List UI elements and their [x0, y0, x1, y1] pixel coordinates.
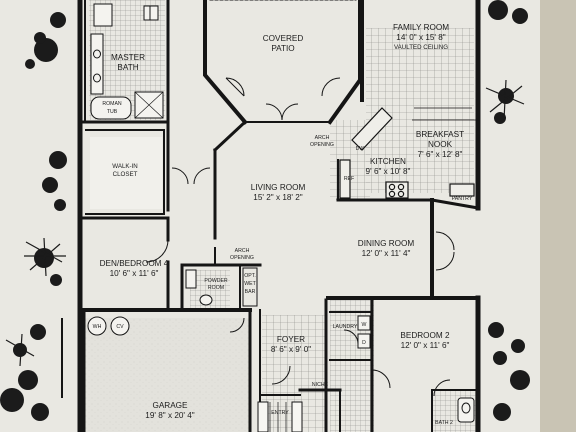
breakfast-nook-dims: 7' 6" x 12' 8": [418, 150, 463, 159]
bath2-label: BATH 2: [435, 420, 453, 426]
laundry-machines: [357, 315, 371, 349]
annotation-labels: ARCH OPENING ARCH OPENING DW REF PANTRY …: [93, 135, 473, 388]
washer-label: W: [362, 322, 367, 328]
dining-room-label: DINING ROOM: [358, 239, 415, 248]
garage-details: [61, 316, 130, 398]
master-bath-label-2: BATH: [117, 63, 138, 72]
kitchen-counters: [339, 107, 475, 199]
dishwasher-label: DW: [356, 146, 365, 152]
closet-floor: [90, 137, 162, 209]
nook-windows: [412, 107, 478, 121]
breakfast-nook-label-2: NOOK: [428, 140, 453, 149]
arch-opening-left-1: ARCH: [235, 248, 250, 254]
powder-room-label-2: ROOM: [208, 285, 224, 291]
pantry-label: PANTRY: [452, 196, 473, 202]
dining-room-dims: 12' 0" x 11' 4": [362, 249, 411, 258]
arch-opening-top-1: ARCH: [315, 135, 330, 141]
door-swings: [145, 77, 455, 397]
walls: [77, 0, 481, 432]
landscape-palm-fronds: [5, 79, 525, 367]
foyer-dims: 8' 6" x 9' 0": [271, 345, 311, 354]
cv-label: CV: [116, 324, 124, 330]
master-bath-label: MASTER: [111, 53, 145, 62]
arch-opening-top-2: OPENING: [310, 142, 334, 148]
den-bedroom4-label: DEN/BEDROOM 4: [100, 259, 169, 268]
walk-in-closet-label-2: CLOSET: [113, 171, 138, 178]
bedroom2-dims: 12' 0" x 11' 6": [401, 341, 450, 350]
den-bedroom4-dims: 10' 6" x 11' 6": [110, 269, 159, 278]
family-room-note: VAULTED CEILING: [394, 44, 448, 51]
roman-tub-label: ROMAN: [102, 101, 122, 107]
right-margin: [540, 0, 576, 432]
bath2-fixtures: [457, 397, 475, 423]
powder-fixtures: [185, 267, 258, 307]
wet-bar-label-2: WET: [244, 281, 256, 287]
entry-label: ENTRY: [271, 410, 289, 416]
breakfast-nook-label: BREAKFAST: [416, 130, 464, 139]
garage-dims: 19' 8" x 20' 4": [145, 411, 195, 420]
master-bath-fixtures: [90, 3, 164, 120]
laundry-label: LAUNDRY: [333, 324, 358, 330]
kitchen-dims: 9' 6" x 10' 8": [366, 167, 411, 176]
walk-in-closet-label: WALK-IN: [112, 163, 138, 170]
covered-patio-label: COVERED: [263, 34, 304, 43]
powder-room-label: POWDER: [204, 278, 228, 284]
bedroom2-label: BEDROOM 2: [400, 331, 450, 340]
wet-bar-label-3: BAR: [245, 289, 256, 295]
room-labels: MASTER BATH ROMAN TUB COVERED PATIO FAMI…: [100, 23, 464, 426]
refrigerator-label: REF: [344, 176, 354, 182]
niche-label: NICHE: [312, 382, 329, 388]
roman-tub-label-2: TUB: [107, 109, 118, 115]
family-room-dims: 14' 0" x 15' 8": [396, 33, 446, 42]
entry-steps: [257, 401, 303, 432]
garage-label: GARAGE: [152, 401, 188, 410]
wet-bar-label: OPT.: [244, 273, 256, 279]
foyer-label: FOYER: [277, 335, 305, 344]
landscape-shrubs: [0, 0, 530, 421]
living-room-label: LIVING ROOM: [251, 183, 306, 192]
covered-patio-label-2: PATIO: [271, 44, 294, 53]
kitchen-label: KITCHEN: [370, 157, 406, 166]
living-room-dims: 15' 2" x 18' 2": [253, 193, 303, 202]
garage-floor: [84, 318, 250, 432]
arch-opening-left-2: OPENING: [230, 255, 254, 261]
family-room-label: FAMILY ROOM: [393, 23, 449, 32]
water-heater-label: WH: [93, 324, 102, 330]
dryer-label: D: [362, 340, 366, 346]
